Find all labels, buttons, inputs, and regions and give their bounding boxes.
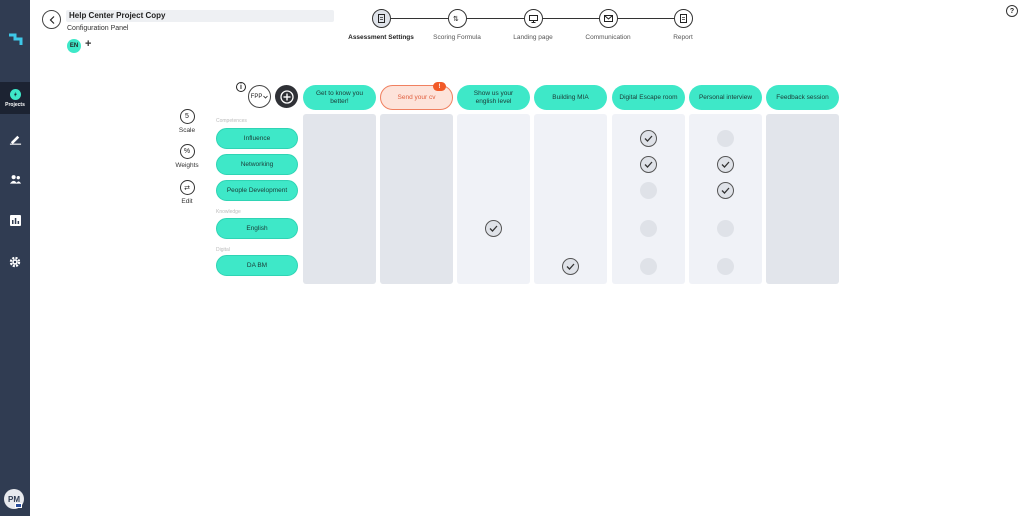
monitor-icon: [523, 9, 543, 28]
competency-pill[interactable]: Influence: [216, 128, 298, 149]
back-button[interactable]: [42, 10, 61, 29]
check-icon: [721, 187, 729, 194]
gear-icon: [9, 256, 21, 268]
sidebar-item-edit[interactable]: [0, 124, 30, 152]
warning-badge: !: [433, 82, 446, 91]
checked-cell[interactable]: [639, 129, 657, 147]
sidebar-item-users[interactable]: [0, 165, 30, 193]
language-badge[interactable]: EN: [67, 39, 81, 53]
check-icon: [644, 161, 652, 168]
empty-cell[interactable]: [716, 219, 734, 237]
empty-cell[interactable]: [716, 257, 734, 275]
column-body: [457, 114, 530, 284]
tool-label: Scale: [178, 127, 196, 134]
pencil-icon: [9, 135, 21, 145]
svg-text:⇅: ⇅: [453, 15, 459, 23]
fpp-dropdown[interactable]: FPP: [248, 85, 271, 108]
percent-icon: %: [179, 144, 195, 159]
stepper-connector: [391, 18, 456, 19]
empty-cell[interactable]: [639, 219, 657, 237]
sidebar-item-projects[interactable]: Projects: [0, 82, 30, 114]
empty-cell[interactable]: [716, 129, 734, 147]
step-scoring-formula[interactable]: ⇅ Scoring Formula: [422, 9, 492, 41]
competency-pill[interactable]: English: [216, 218, 298, 239]
help-button[interactable]: ?: [1006, 5, 1018, 17]
step-label: Communication: [585, 34, 631, 41]
column-body: [380, 114, 453, 284]
column-header[interactable]: Building MIA: [534, 85, 607, 110]
fpp-label: FPP: [250, 93, 263, 100]
checked-cell[interactable]: [716, 181, 734, 199]
weights-tool[interactable]: % Weights: [172, 144, 202, 169]
competency-pill[interactable]: Networking: [216, 154, 298, 175]
chevron-left-icon: [49, 15, 54, 24]
check-icon: [566, 263, 574, 270]
plus-circle-icon: [279, 89, 294, 104]
column-body: [534, 114, 607, 284]
chevron-down-icon: [263, 95, 269, 99]
column-body: [766, 114, 839, 284]
step-communication[interactable]: Communication: [573, 9, 643, 41]
page-subtitle: Configuration Panel: [67, 25, 129, 32]
checked-cell[interactable]: [716, 155, 734, 173]
stepper-connector: [543, 18, 608, 19]
swap-icon: ⇄: [179, 180, 195, 195]
column-header[interactable]: Personal interview: [689, 85, 762, 110]
scale-icon: 5: [179, 109, 195, 124]
checked-cell[interactable]: [484, 219, 502, 237]
document-icon: [371, 9, 391, 28]
check-icon: [489, 225, 497, 232]
scale-tool[interactable]: 5 Scale: [172, 109, 202, 134]
step-assessment-settings[interactable]: Assessment Settings: [346, 9, 416, 41]
stepper-connector: [618, 18, 682, 19]
step-label: Landing page: [513, 34, 553, 41]
stepper-connector: [467, 18, 532, 19]
sidebar-item-settings[interactable]: [0, 248, 30, 276]
report-icon: [673, 9, 693, 28]
edit-tool[interactable]: ⇄ Edit: [172, 180, 202, 205]
tool-label: Weights: [175, 162, 199, 169]
checked-cell[interactable]: [561, 257, 579, 275]
section-label-knowledge: Knowledge: [216, 209, 241, 215]
step-report[interactable]: Report: [648, 9, 718, 41]
sidebar-item-label: Projects: [5, 101, 25, 108]
step-label: Scoring Formula: [433, 34, 481, 41]
flag-icon: [15, 503, 22, 508]
competency-pill[interactable]: People Development: [216, 180, 298, 201]
step-landing-page[interactable]: Landing page: [498, 9, 568, 41]
empty-cell[interactable]: [639, 257, 657, 275]
checked-cell[interactable]: [639, 155, 657, 173]
section-label-digital: Digital: [216, 247, 230, 253]
section-label-competences: Competences: [216, 118, 247, 124]
step-label: Report: [673, 34, 693, 41]
users-icon: [9, 174, 21, 184]
column-header[interactable]: Digital Escape room: [612, 85, 685, 110]
check-icon: [721, 161, 729, 168]
column-body: [303, 114, 376, 284]
tool-label: Edit: [181, 198, 193, 205]
check-icon: [644, 135, 652, 142]
column-header[interactable]: Get to know you better!: [303, 85, 376, 110]
empty-cell[interactable]: [639, 181, 657, 199]
sidebar-item-reports[interactable]: [0, 206, 30, 234]
column-header[interactable]: Feedback session: [766, 85, 839, 110]
step-label: Assessment Settings: [348, 34, 414, 41]
chart-icon: [9, 214, 21, 226]
project-title[interactable]: Help Center Project Copy: [66, 10, 334, 22]
info-icon[interactable]: i: [236, 82, 246, 92]
logo-icon: [9, 33, 23, 45]
add-column-button[interactable]: [275, 85, 298, 108]
column-header[interactable]: Show us your english level: [457, 85, 530, 110]
add-language-button[interactable]: +: [85, 38, 92, 50]
projects-icon: [9, 88, 21, 100]
mail-icon: [598, 9, 618, 28]
sidebar: Projects PM: [0, 0, 30, 516]
formula-icon: ⇅: [447, 9, 467, 28]
competency-pill[interactable]: DA BM: [216, 255, 298, 276]
